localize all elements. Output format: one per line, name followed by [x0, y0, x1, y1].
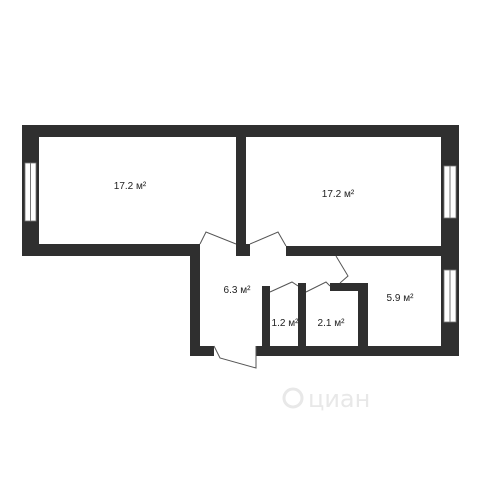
toilet-top-jamb [262, 286, 270, 292]
room-labels: 17.2 м² 17.2 м² 6.3 м² 1.2 м² 2.1 м² 5.9… [114, 181, 414, 329]
bottom-wall-right [256, 346, 459, 356]
walls [22, 125, 459, 356]
room-right-label: 17.2 м² [322, 189, 355, 200]
door-entrance [213, 345, 257, 369]
hallway-left-wall [190, 250, 200, 356]
toilet-label: 1.2 м² [272, 318, 300, 329]
window-right-kitchen [443, 269, 457, 323]
doors [199, 231, 349, 369]
cian-logo-icon [282, 387, 304, 409]
watermark-text: циан [308, 385, 370, 413]
door-kitchen [335, 255, 349, 284]
door-right-room [249, 231, 287, 247]
window-right-top [443, 165, 457, 219]
partition-rooms [236, 125, 246, 246]
door-bathroom [305, 281, 331, 293]
right-room-bottom-wall [286, 246, 459, 256]
left-room-bottom-wall [22, 244, 200, 256]
door-left-room [199, 231, 237, 245]
windows [24, 162, 457, 323]
bottom-wall-left [190, 346, 214, 356]
toilet-left-wall [262, 286, 270, 348]
room-left-label: 17.2 м² [114, 181, 147, 192]
bathroom-kitchen-partition [358, 283, 368, 348]
door-toilet [269, 281, 299, 293]
bathroom-top-wall [330, 283, 366, 291]
window-left [24, 162, 37, 222]
hallway-label: 6.3 м² [224, 285, 252, 296]
bathroom-label: 2.1 м² [318, 318, 346, 329]
hall-door-jamb [236, 244, 250, 256]
watermark: циан [282, 385, 370, 413]
toilet-bathroom-partition [298, 283, 306, 348]
kitchen-label: 5.9 м² [387, 293, 415, 304]
